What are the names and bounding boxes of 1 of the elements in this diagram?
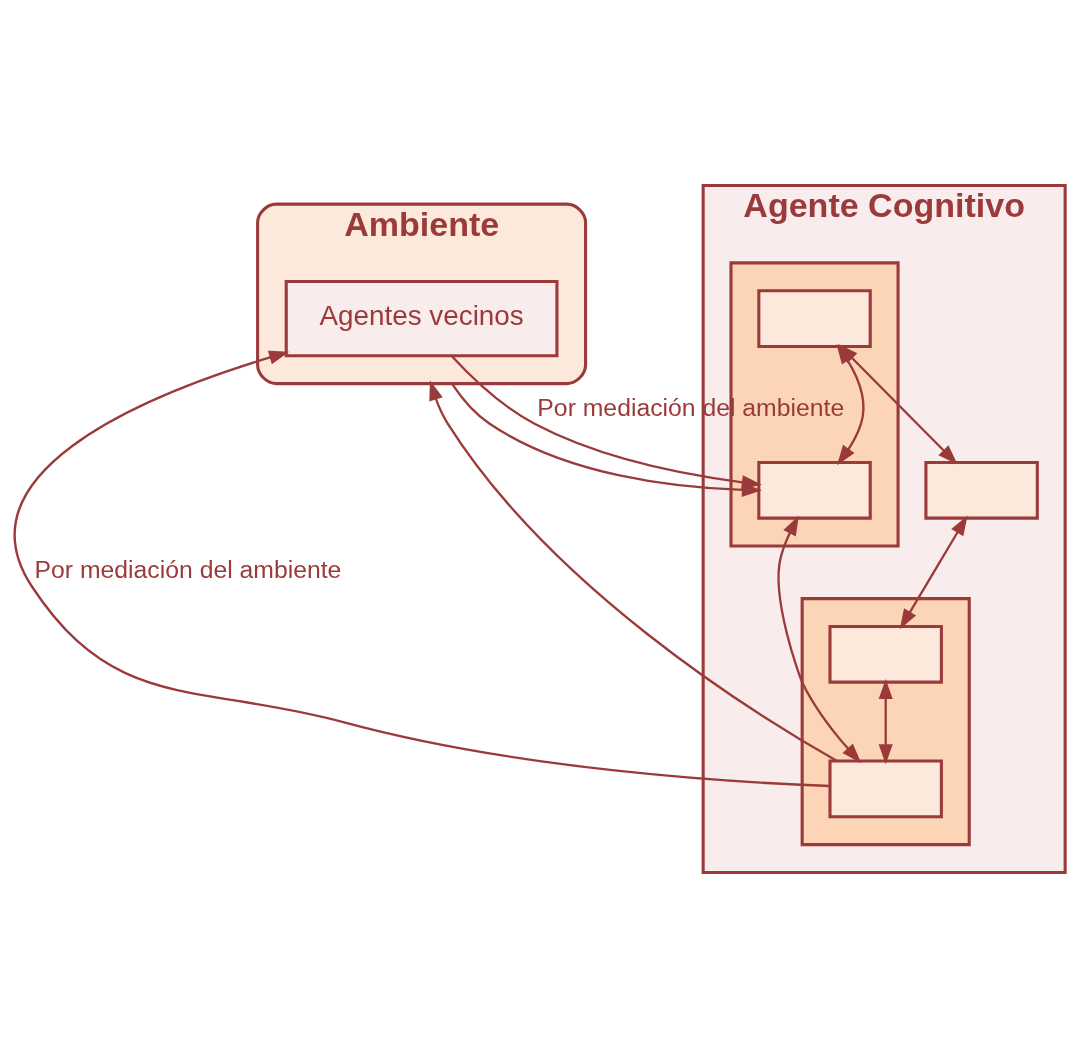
edge-label: Por mediación del ambiente	[34, 555, 342, 583]
